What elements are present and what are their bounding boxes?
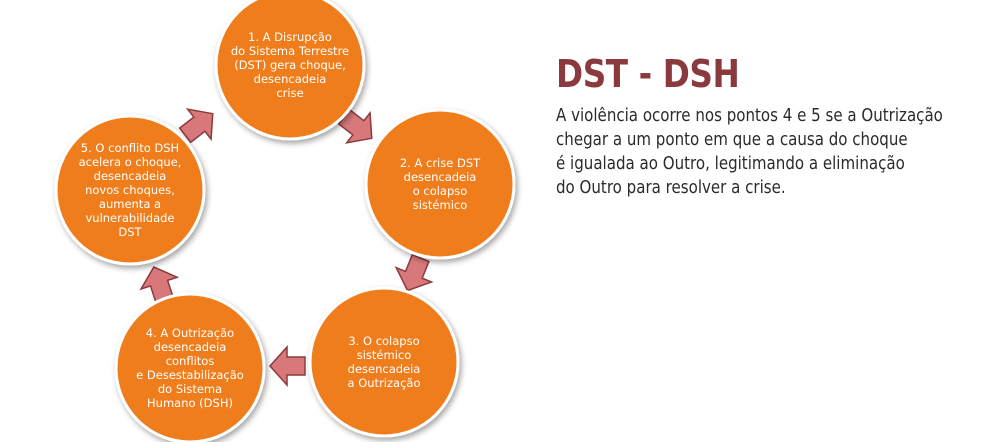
diagram-title: DST - DSH: [556, 52, 740, 96]
node-text-line: DST: [118, 225, 142, 239]
node-text-line: 5. O conflito DSH: [81, 141, 179, 155]
node-text-line: desencadeia: [94, 169, 167, 183]
node-text-line: do Sistema Terrestre: [231, 44, 349, 58]
node-text-line: aumenta a: [99, 197, 161, 211]
node-circle: [214, 0, 366, 141]
node-text-line: o colapso: [413, 184, 468, 198]
node-text-line: 4. A Outrização: [146, 326, 234, 340]
node-text-line: novos choques,: [85, 183, 175, 197]
description-block: A violência ocorre nos pontos 4 e 5 se a…: [556, 104, 999, 200]
node-text-line: 3. O colapso: [348, 334, 419, 348]
cycle-arrow-5-to-1: [178, 108, 214, 144]
node-text-line: sistémico: [357, 348, 412, 362]
node-text-line: Humano (DSH): [147, 396, 233, 410]
node-text-line: vulnerabilidade: [85, 211, 174, 225]
node-text-line: desencadeia: [154, 340, 227, 354]
node-text-line: e Desestabilização: [136, 368, 244, 382]
node-text-line: 1. A Disrupção: [248, 30, 332, 44]
node-text-line: conflitos: [166, 354, 215, 368]
description-line: chegar a um ponto em que a causa do choq…: [556, 130, 908, 150]
node-text-line: desencadeia: [404, 170, 477, 184]
node-circle: [308, 286, 460, 438]
node-text-line: a Outrização: [348, 376, 421, 390]
description-line: é igualada ao Outro, legitimando a elimi…: [556, 154, 905, 174]
description-line: A violência ocorre nos pontos 4 e 5 se a…: [556, 106, 943, 126]
node-text-line: (DST) gera choque,: [234, 58, 346, 72]
cycle-arrow-1-to-2: [337, 108, 373, 144]
description-line: do Outro para resolver a crise.: [556, 178, 786, 198]
node-text-line: desencadeia: [348, 362, 421, 376]
node-circle: [364, 108, 516, 260]
node-text-line: desencadeia: [254, 72, 327, 86]
node-text-line: acelera o choque,: [79, 155, 182, 169]
cycle-arrow-2-to-3: [394, 253, 434, 292]
node-text-line: do Sistema: [158, 382, 222, 396]
cycle-arrow-3-to-4: [268, 345, 306, 387]
node-circle: [114, 292, 266, 442]
node-text-line: sistémico: [413, 198, 468, 212]
node-text-line: crise: [276, 86, 303, 100]
node-circle: [54, 114, 206, 266]
node-text-line: 2. A crise DST: [400, 156, 481, 170]
